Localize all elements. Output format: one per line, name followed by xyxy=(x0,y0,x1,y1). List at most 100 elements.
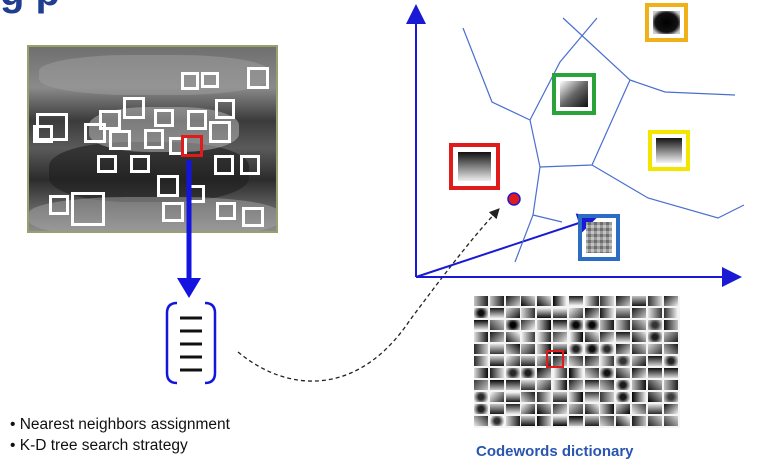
codeword-cell xyxy=(521,368,536,378)
dictionary-caption: Codewords dictionary xyxy=(476,443,634,460)
codeword-cell xyxy=(568,380,583,390)
codeword-cell xyxy=(568,296,583,306)
codeword-cell xyxy=(474,332,488,342)
codeword-cell xyxy=(521,356,536,366)
codeword-cell xyxy=(568,392,583,402)
codeword-cell xyxy=(647,404,662,414)
codeword-cell xyxy=(584,380,599,390)
codeword-cell xyxy=(616,296,631,306)
patch xyxy=(187,110,207,130)
codeword-cell xyxy=(489,296,504,306)
codeword-cell xyxy=(647,320,662,330)
codeword-cell xyxy=(600,320,615,330)
codeword-cell xyxy=(521,308,536,318)
codeword-cell xyxy=(616,368,631,378)
codeword-cell xyxy=(505,296,520,306)
codeword-cell xyxy=(537,416,552,426)
bullet-item: • Nearest neighbors assignment xyxy=(10,416,230,433)
patch xyxy=(162,202,184,222)
selected-codeword xyxy=(546,350,564,368)
codeword-cell xyxy=(600,368,615,378)
codeword-cell xyxy=(521,404,536,414)
patch xyxy=(109,130,131,150)
codeword-cell xyxy=(616,332,631,342)
bullet-item: • K-D tree search strategy xyxy=(10,437,188,454)
codeword-cell xyxy=(553,416,567,426)
codeword-cell xyxy=(616,308,631,318)
codeword-cell xyxy=(632,368,646,378)
mapping-curve xyxy=(237,208,500,382)
codeword-cell xyxy=(647,356,662,366)
codeword-cell xyxy=(489,392,504,402)
codeword-cell xyxy=(616,416,631,426)
codeword-cell xyxy=(505,356,520,366)
codeword-cell xyxy=(537,404,552,414)
codeword-cell xyxy=(663,416,678,426)
codeword-cell xyxy=(584,344,599,354)
codeword-red xyxy=(449,143,500,190)
codeword-cell xyxy=(489,320,504,330)
codeword-cell xyxy=(537,368,552,378)
region-boundaries xyxy=(462,17,745,263)
codeword-cell xyxy=(663,404,678,414)
codeword-cell xyxy=(568,416,583,426)
codeword-cell xyxy=(600,332,615,342)
codeword-cell xyxy=(584,296,599,306)
codeword-cell xyxy=(663,368,678,378)
codeword-cell xyxy=(568,308,583,318)
codeword-cell xyxy=(537,380,552,390)
codeword-cell xyxy=(616,380,631,390)
patch xyxy=(181,72,199,90)
codeword-cell xyxy=(474,368,488,378)
codeword-cell xyxy=(632,296,646,306)
codeword-cell xyxy=(505,416,520,426)
codeword-yellow xyxy=(648,130,690,171)
patch xyxy=(144,129,164,149)
red-dot-icon xyxy=(507,192,521,206)
codeword-cell xyxy=(632,320,646,330)
codeword-cell xyxy=(537,308,552,318)
codeword-cell xyxy=(489,308,504,318)
codeword-cell xyxy=(632,308,646,318)
patch xyxy=(201,72,219,88)
codeword-cell xyxy=(632,380,646,390)
codeword-cell xyxy=(568,332,583,342)
codeword-cell xyxy=(553,392,567,402)
codeword-cell xyxy=(505,392,520,402)
codeword-cell xyxy=(521,332,536,342)
codeword-cell xyxy=(474,416,488,426)
codewords-dictionary xyxy=(474,296,680,428)
codeword-cell xyxy=(521,392,536,402)
codeword-cell xyxy=(616,404,631,414)
codeword-cell xyxy=(663,356,678,366)
codeword-cell xyxy=(505,368,520,378)
codeword-cell xyxy=(584,332,599,342)
codeword-blue xyxy=(578,214,620,261)
slide-title-fragment: g p xyxy=(0,0,60,15)
patch xyxy=(169,137,187,155)
codeword-cell xyxy=(489,332,504,342)
codeword-cell xyxy=(647,392,662,402)
codeword-cell xyxy=(521,296,536,306)
patch xyxy=(215,99,235,119)
codeword-cell xyxy=(600,356,615,366)
codeword-cell xyxy=(521,344,536,354)
codeword-cell xyxy=(584,392,599,402)
patch xyxy=(216,202,236,220)
codeword-cell xyxy=(474,320,488,330)
codeword-cell xyxy=(584,308,599,318)
codeword-cell xyxy=(505,404,520,414)
codeword-cell xyxy=(632,404,646,414)
patch xyxy=(247,67,269,89)
patch xyxy=(242,207,264,227)
codeword-cell xyxy=(474,344,488,354)
codeword-cell xyxy=(584,416,599,426)
codeword-cell xyxy=(489,356,504,366)
codeword-cell xyxy=(537,356,552,366)
patch xyxy=(49,195,69,215)
codeword-cell xyxy=(600,392,615,402)
codeword-cell xyxy=(663,332,678,342)
patch xyxy=(97,155,117,173)
codeword-cell xyxy=(505,380,520,390)
